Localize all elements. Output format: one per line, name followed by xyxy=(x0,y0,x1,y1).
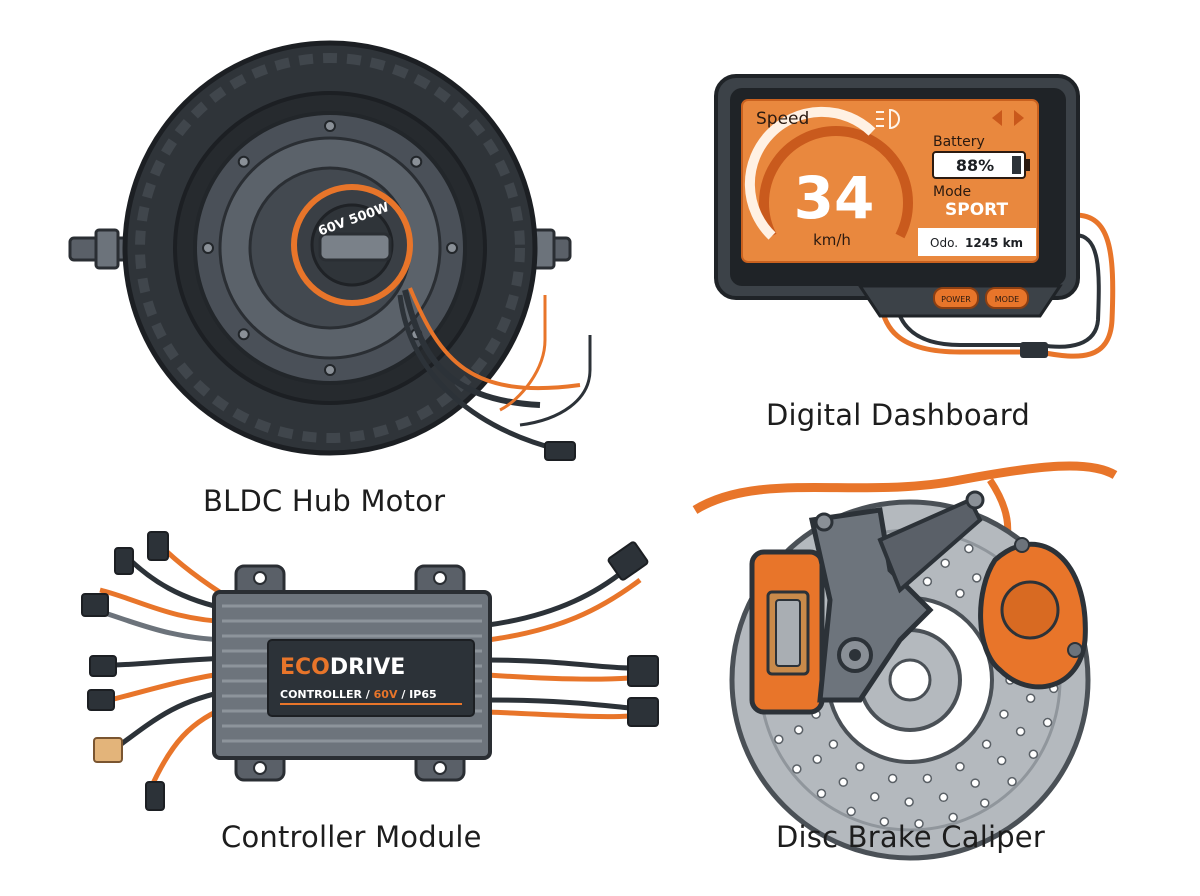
controller-brand: ECODRIVE xyxy=(280,655,405,680)
disc-hole xyxy=(792,764,802,774)
disc-hole xyxy=(846,806,856,817)
disc-hole xyxy=(1025,693,1036,703)
speed-unit: km/h xyxy=(813,231,851,249)
brake-illustration xyxy=(692,461,1118,861)
disc-hole xyxy=(904,797,914,807)
odometer-box xyxy=(918,228,1036,256)
disc-hole xyxy=(1007,776,1017,787)
disc-hole xyxy=(948,812,958,823)
mode-value: SPORT xyxy=(945,200,1008,220)
controller-illustration: ECODRIVE CONTROLLER / 60V / IP65 xyxy=(81,531,659,811)
hub-motor-caption: BLDC Hub Motor xyxy=(203,484,446,518)
disc-hole xyxy=(922,773,933,784)
controller-spec: CONTROLLER / 60V / IP65 xyxy=(280,688,437,701)
disc-hole xyxy=(838,777,849,787)
speed-label: Speed xyxy=(756,109,809,129)
power-button-label: POWER xyxy=(941,295,971,304)
hub-bolt xyxy=(446,242,458,254)
disc-hole xyxy=(914,818,924,829)
dashboard-screen xyxy=(742,100,1038,262)
hub-motor-illustration: 60V 500W xyxy=(68,40,592,461)
disc-hole xyxy=(971,573,982,583)
mode-label: Mode xyxy=(933,184,971,200)
disc-hole xyxy=(970,778,980,788)
disc-hole xyxy=(980,798,990,808)
hub-bolt xyxy=(324,120,336,132)
hub-bolt xyxy=(237,155,250,168)
disc-hole xyxy=(996,755,1007,766)
turn-signal-icon xyxy=(992,110,1024,126)
disc-hole xyxy=(1042,717,1053,728)
disc-hole xyxy=(981,739,992,750)
brake-caption: Disc Brake Caliper xyxy=(776,820,1045,854)
disc-hole xyxy=(793,725,804,735)
disc-hole xyxy=(879,816,890,827)
disc-hole xyxy=(887,773,898,784)
disc-hole xyxy=(774,734,784,745)
disc-hole xyxy=(812,754,822,764)
speed-value: 34 xyxy=(794,164,875,232)
dashboard-illustration: Speed 34 km/h Battery 88% Mode SPORT Odo… xyxy=(714,74,1116,359)
controller-label-plate xyxy=(267,639,475,717)
hub-bolt xyxy=(202,242,214,254)
disc-hole xyxy=(938,792,949,803)
power-button[interactable]: POWER xyxy=(933,287,979,309)
odometer-label: Odo. xyxy=(930,236,958,250)
disc-hole xyxy=(999,709,1009,719)
battery-label: Battery xyxy=(933,134,985,150)
disc-hole xyxy=(1015,726,1026,737)
disc-hole xyxy=(955,588,965,599)
disc-hole xyxy=(828,739,839,750)
hub-bolt xyxy=(237,328,250,341)
disc-hole xyxy=(1028,749,1039,759)
headlight-icon xyxy=(876,108,900,130)
hub-bolt xyxy=(410,155,423,168)
controller-caption: Controller Module xyxy=(221,820,482,854)
disc-hole xyxy=(816,788,827,799)
mode-button[interactable]: MODE xyxy=(985,287,1029,309)
battery-fill xyxy=(1012,156,1021,174)
mode-button-label: MODE xyxy=(995,295,1019,304)
dashboard-caption: Digital Dashboard xyxy=(766,398,1031,432)
disc-hole xyxy=(955,761,965,772)
battery-value: 88% xyxy=(956,156,994,175)
disc-hole xyxy=(855,761,865,772)
disc-hole xyxy=(922,576,933,587)
disc-hole xyxy=(870,792,880,802)
hub-bolt xyxy=(324,364,336,376)
odometer-value: 1245 km xyxy=(965,236,1023,250)
disc-hole xyxy=(940,558,950,568)
disc-hole xyxy=(964,543,974,554)
